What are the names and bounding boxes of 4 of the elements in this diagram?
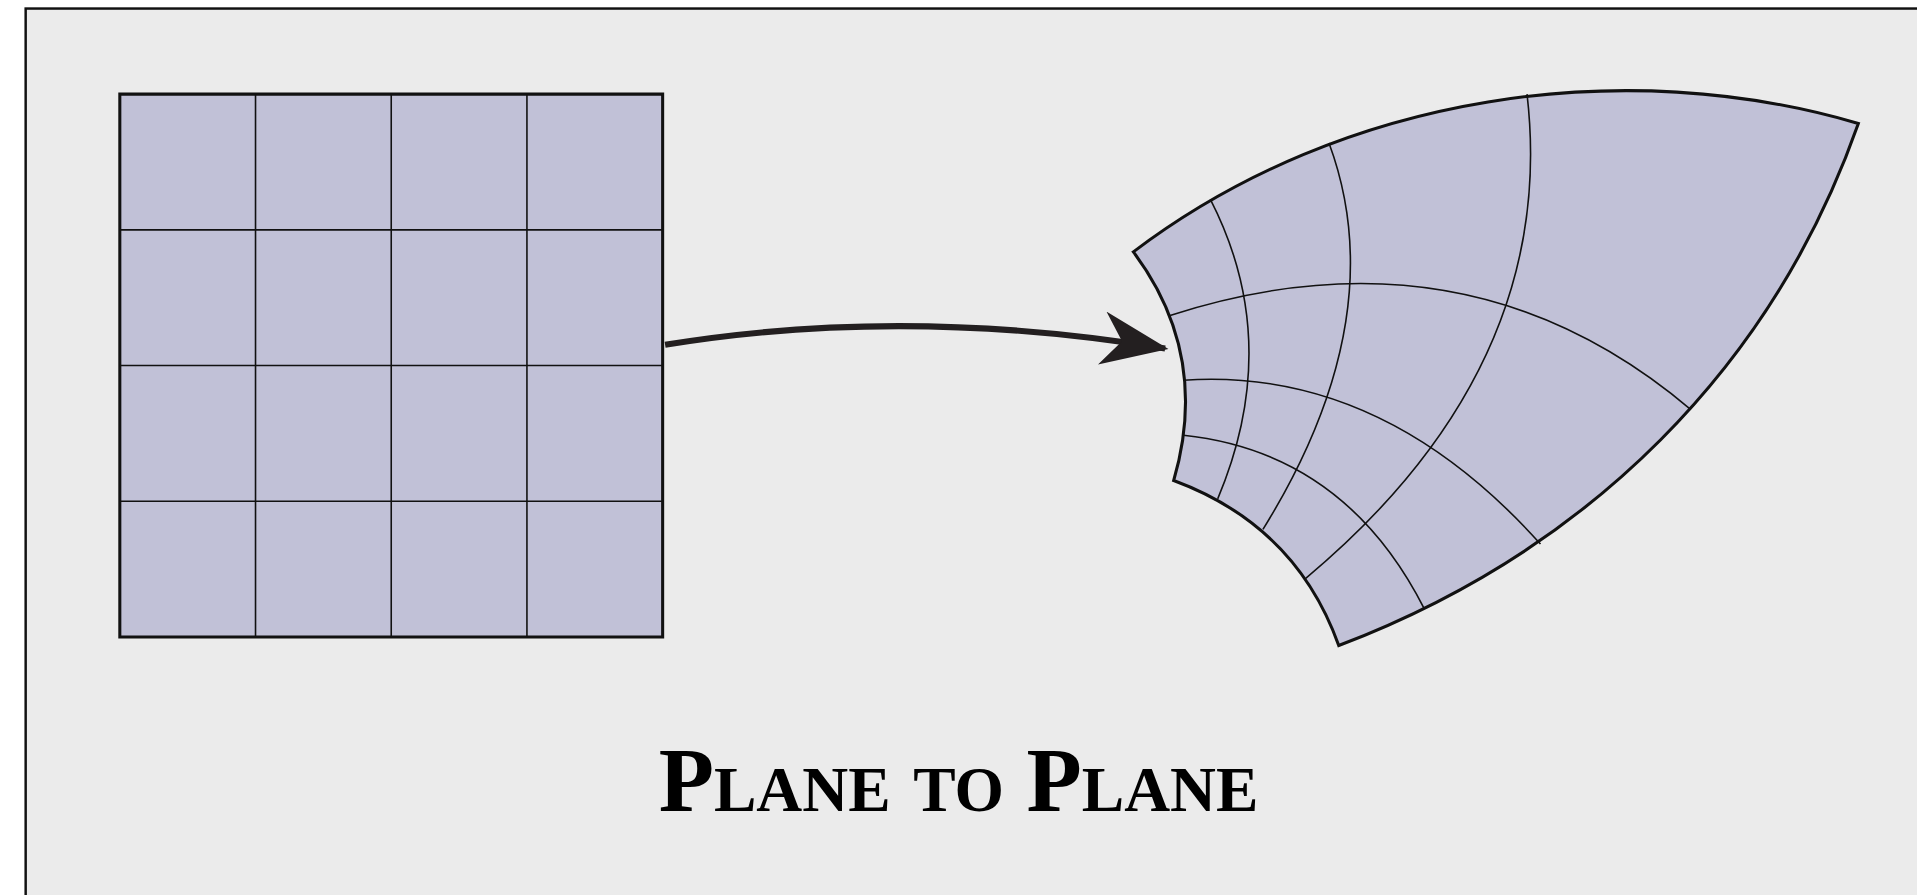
- curved-arrow: [664, 312, 1169, 366]
- curved-grid: [1132, 88, 1860, 647]
- title: Plane to Plane: [657, 731, 1260, 829]
- square-grid: [119, 94, 663, 637]
